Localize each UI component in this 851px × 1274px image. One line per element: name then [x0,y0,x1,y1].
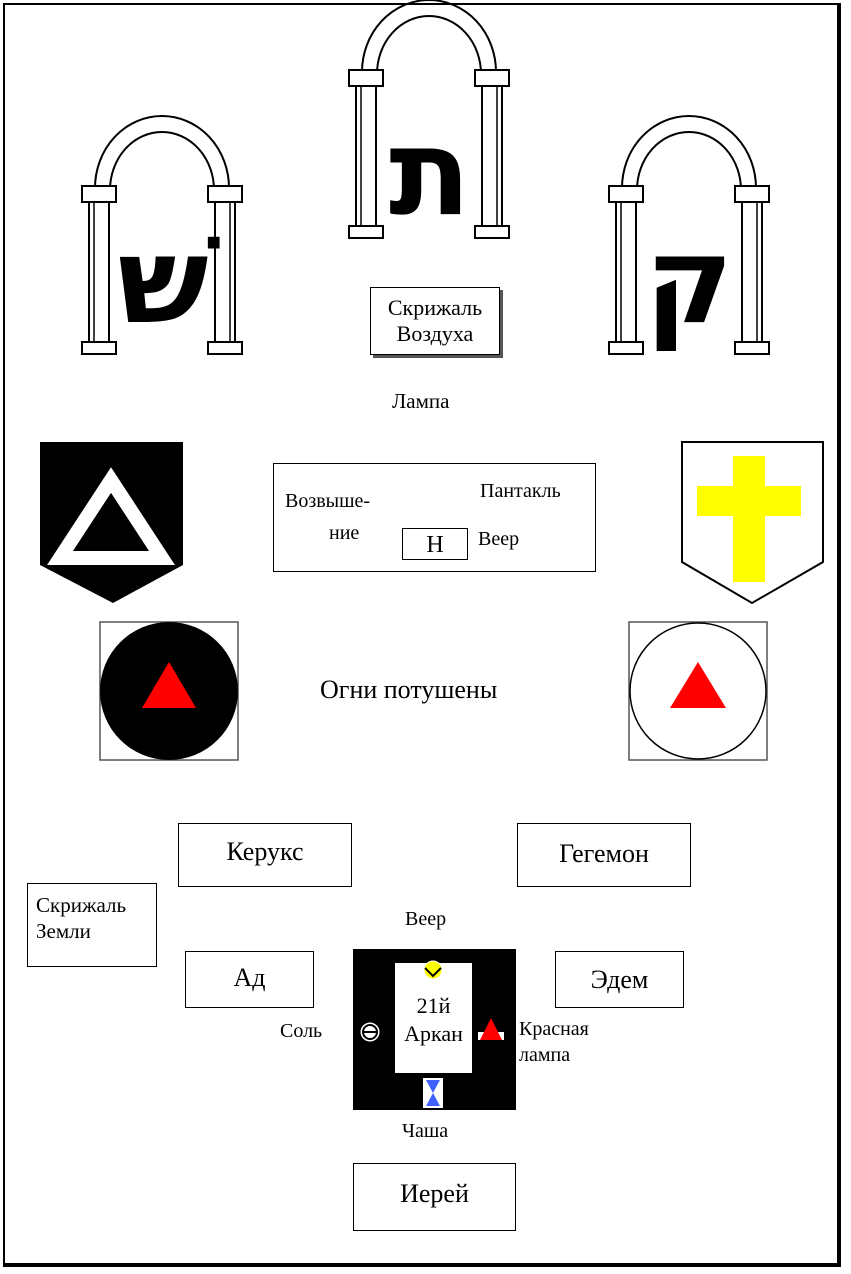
red-lamp-symbol-icon [478,1018,504,1040]
earth-tablet-line1: Скрижаль [36,893,127,917]
banner-left-icon [40,442,183,603]
earth-tablet: Скрижаль Земли [27,883,157,967]
hegemon-label: Гегемон [559,839,649,868]
priest-box: Иерей [353,1163,516,1231]
kerux-box: Керукс [178,823,352,887]
air-tablet-line2: Воздуха [396,321,474,346]
arcanum-line1: 21й [416,993,451,1018]
fan-label: Веер [405,908,447,930]
salt-label: Соль [280,1020,323,1042]
fan-label-top: Веер [478,528,520,550]
red-lamp-line2: лампа [519,1044,571,1066]
priest-label: Иерей [400,1179,469,1208]
elevation-line2: ние [329,522,360,544]
hell-box: Ад [185,951,314,1008]
fan-symbol-icon [423,960,443,980]
pentacle-label: Пантакль [480,480,561,502]
cup-label: Чаша [402,1120,449,1142]
air-tablet-line1: Скрижаль [387,295,483,320]
eden-box: Эдем [555,951,684,1008]
arcanum-line2: Аркан [404,1021,463,1046]
fan-letter: H [426,532,444,558]
red-lamp-line1: Красная [519,1018,589,1040]
hebrew-letter-shin: שׁ [118,212,221,351]
fires-out-label: Огни потушены [320,675,498,704]
fan-letter-box: H [402,528,468,560]
banner-right-icon [681,441,824,605]
cup-symbol-icon [423,1078,443,1108]
hebrew-letter-tav: ת [389,104,471,243]
air-tablet: Скрижаль Воздуха [370,287,500,355]
elevation-line1: Возвыше- [285,490,371,512]
kerux-label: Керукс [226,837,304,866]
fire-right-icon [628,621,768,761]
lamp-label: Лампа [392,389,450,413]
eden-label: Эдем [590,965,649,994]
salt-symbol-icon [360,1022,380,1042]
hell-label: Ад [233,963,266,992]
earth-tablet-line2: Земли [36,919,91,943]
hegemon-box: Гегемон [517,823,691,887]
hebrew-letter-qoph: ק [645,212,733,351]
diagram-frame [3,3,841,1267]
fire-left-icon [99,621,239,761]
